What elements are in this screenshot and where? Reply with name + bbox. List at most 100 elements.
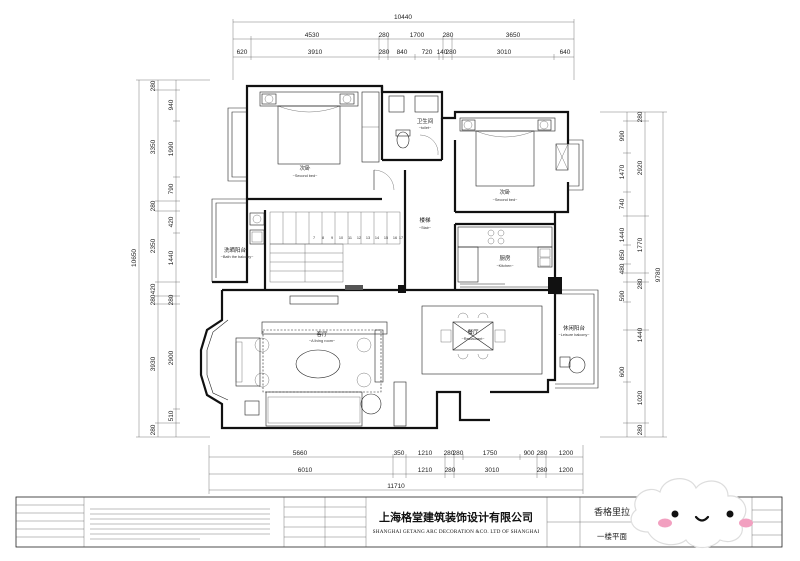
dim-top-1-3: 280 — [443, 32, 454, 39]
dim-left-2-2: 790 — [168, 183, 175, 194]
dim-top-1-4: 3650 — [506, 32, 521, 39]
stair-number: 17 — [399, 236, 403, 240]
stair-number: 7 — [313, 236, 315, 240]
dim-right-2-0: 990 — [619, 130, 626, 141]
room-labels: 次卧 ~Second bed~ 卫生间 ~toilet~ 次卧 ~Second … — [221, 117, 591, 343]
bottom-dimensions: 5660 350 1210 280 280 1750 900 280 1200 … — [208, 445, 584, 494]
dim-right-2-4: 850 — [619, 249, 626, 260]
dim-right-2-2: 740 — [619, 198, 626, 209]
dim-bottom-2-1: 1210 — [418, 467, 433, 474]
dim-bottom-1-8: 1200 — [559, 450, 574, 457]
dim-top-1-2: 1700 — [410, 32, 425, 39]
room-label-en: ~Stair~ — [419, 226, 432, 230]
room-label-en: ~Leisure balcony~ — [558, 333, 590, 337]
room-label-cn: 次卧 — [499, 188, 511, 196]
room-label-en: ~Bath the balcony~ — [221, 255, 255, 259]
dim-left-2-6: 2900 — [168, 350, 175, 365]
dim-bottom-1-5: 1750 — [483, 450, 498, 457]
dim-left-2-5: 280 — [168, 294, 175, 305]
stair-number: 10 — [339, 236, 343, 240]
dim-right-1-4: 1440 — [637, 327, 644, 342]
room-label-en: ~Kitchen~ — [496, 264, 514, 268]
dim-bottom-total: 11710 — [387, 483, 405, 490]
room-label-cn: 洗晒阳台 — [224, 246, 247, 254]
right-blush — [739, 518, 753, 528]
dim-right-2-3: 1440 — [619, 227, 626, 242]
dim-bottom-1-0: 5660 — [293, 450, 308, 457]
room-label-cn: 楼梯 — [419, 216, 431, 224]
dim-bottom-1-1: 350 — [394, 450, 405, 457]
dim-left-1-7: 280 — [150, 424, 157, 435]
dim-bottom-2-0: 6010 — [298, 467, 313, 474]
dim-left-2-4: 1440 — [168, 250, 175, 265]
dim-top-2-7: 3010 — [497, 49, 512, 56]
stair-number: 12 — [357, 236, 361, 240]
cloud-face-sticker — [630, 478, 753, 549]
dim-top-2-5: 140 — [437, 49, 448, 56]
dim-right-1-3: 280 — [637, 278, 644, 289]
dim-top-total: 10440 — [394, 14, 412, 21]
dim-left-2-7: 510 — [168, 410, 175, 421]
dim-right-1-6: 280 — [637, 424, 644, 435]
dim-top-2-2: 280 — [379, 49, 390, 56]
dim-right-2-1: 1470 — [619, 164, 626, 179]
room-label-en: ~Second bed~ — [493, 198, 518, 202]
dim-right-2-5: 480 — [619, 263, 626, 274]
dim-left-1-3: 2350 — [150, 238, 157, 253]
dim-left-1-6: 3930 — [150, 356, 157, 371]
dim-bottom-2-3: 3010 — [485, 467, 500, 474]
dim-right-1-2: 1770 — [637, 237, 644, 252]
dim-right-total: 9780 — [655, 267, 662, 282]
dim-top-2-0: 620 — [237, 49, 248, 56]
room-label-cn: 卫生间 — [417, 117, 434, 125]
stair-number: 8 — [322, 236, 324, 240]
room-label-cn: 厨房 — [499, 254, 511, 262]
dim-left-2-1: 1990 — [168, 141, 175, 156]
sheet-title: 一楼平面 — [597, 531, 627, 541]
dim-top-1-0: 4530 — [305, 32, 320, 39]
dim-top-2-1: 3910 — [308, 49, 323, 56]
stair-number: 15 — [384, 236, 388, 240]
stair-number: 14 — [375, 236, 379, 240]
dim-left-1-1: 3350 — [150, 139, 157, 154]
room-label-cn: 餐厅 — [467, 328, 479, 336]
room-label-en: ~toilet~ — [419, 126, 432, 130]
dim-bottom-1-7: 280 — [537, 450, 548, 457]
left-eye — [671, 510, 679, 518]
room-label-cn: 次卧 — [299, 164, 311, 172]
dim-bottom-2-5: 1200 — [559, 467, 574, 474]
dim-left-2-0: 940 — [168, 99, 175, 110]
dim-top-1-1: 280 — [379, 32, 390, 39]
dim-bottom-2-2: 280 — [445, 467, 456, 474]
stair-number: 11 — [348, 236, 352, 240]
stair-number: 9 — [331, 236, 333, 240]
dim-right-1-1: 2920 — [637, 160, 644, 175]
dim-bottom-1-6: 900 — [524, 450, 535, 457]
dim-top-2-4: 720 — [422, 49, 433, 56]
dim-left-2-3: 420 — [168, 216, 175, 227]
top-dimensions: 10440 4530 280 1700 280 3650 620 3910 28… — [232, 14, 575, 80]
dim-bottom-2-4: 280 — [537, 467, 548, 474]
dim-bottom-1-4: 280 — [453, 450, 464, 457]
dim-bottom-1-3: 280 — [444, 450, 455, 457]
dim-top-2-6: 280 — [446, 49, 457, 56]
room-label-cn: 休闲阳台 — [563, 324, 586, 332]
dim-left-1-2: 280 — [150, 200, 157, 211]
right-dimensions: 9780 280 2920 1770 280 1440 1020 280 990… — [600, 111, 667, 438]
right-eye — [726, 510, 734, 518]
project-name: 香格里拉 — [594, 506, 630, 518]
stair-numbers: 7 8 9 10 11 12 13 14 15 16 17 — [313, 236, 403, 240]
dim-left-1-0: 280 — [150, 80, 157, 91]
room-label-en: ~Restaurant~ — [461, 337, 485, 341]
left-blush — [658, 518, 672, 528]
room-label-cn: 客厅 — [316, 330, 328, 338]
stair-number: 13 — [366, 236, 370, 240]
fixtures — [235, 91, 586, 427]
dim-right-2-7: 600 — [619, 366, 626, 377]
room-label-en: ~Second bed~ — [293, 174, 318, 178]
company-name-cn: 上海格堂建筑装饰设计有限公司 — [379, 510, 533, 524]
dim-right-1-0: 280 — [637, 111, 644, 122]
walls — [199, 84, 599, 430]
title-block: 上海格堂建筑装饰设计有限公司 SHANGHAI GETANG ARC DECOR… — [15, 496, 783, 548]
